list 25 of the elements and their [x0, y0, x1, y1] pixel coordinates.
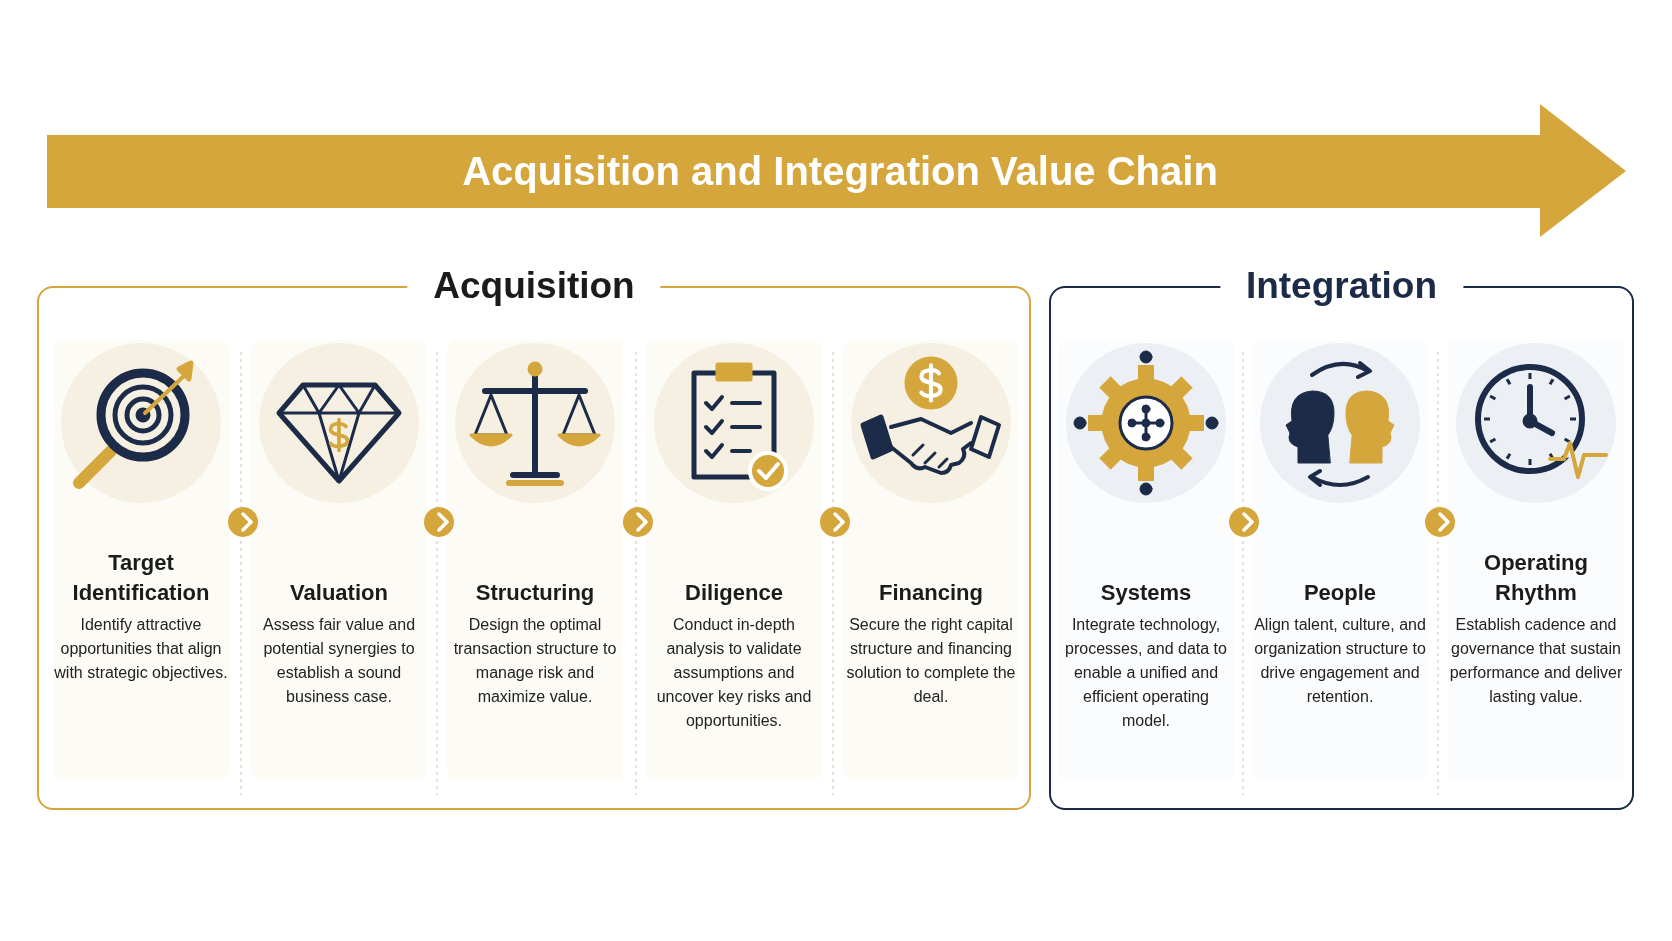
step-title: Systems [1099, 579, 1193, 607]
step-title: Valuation [289, 579, 389, 607]
step-description: Conduct in-depth analysis to validate assumptions and uncover key risks and opportunities. [655, 615, 813, 731]
step-title: Financing [878, 579, 984, 607]
step-card [1448, 340, 1624, 780]
step-description: Identify attractive opportunities that align with strategic objectives. [53, 615, 229, 683]
step-card [251, 340, 427, 780]
step-description: Assess fair value and potential synergies to establish a sound business case. [261, 615, 417, 707]
step-card [53, 340, 229, 780]
step-card [447, 340, 623, 780]
step-card [646, 340, 822, 780]
step-title: Structuring [474, 579, 596, 607]
step-card [1252, 340, 1428, 780]
step-description: Establish cadence and governance that sustain performance and deliver lasting value. [1448, 615, 1624, 707]
title: Acquisition and Integration Value Chain [461, 148, 1219, 194]
step-title: Target Identification [71, 549, 211, 607]
step-description: Integrate technology, processes, and data to enable a unified and efficient operating model. [1064, 615, 1228, 731]
step-title: Diligence [684, 579, 784, 607]
step-title: People [1302, 579, 1378, 607]
step-description: Design the optimal transaction structure to manage risk and maximize value. [452, 615, 618, 707]
step-card [843, 340, 1019, 780]
step-title: Operating Rhythm [1483, 549, 1589, 607]
step-description: Secure the right capital structure and financing solution to complete the deal. [845, 615, 1017, 707]
step-description: Align talent, culture, and organization structure to drive engagement and retention. [1253, 615, 1427, 707]
step-card [1058, 340, 1234, 780]
